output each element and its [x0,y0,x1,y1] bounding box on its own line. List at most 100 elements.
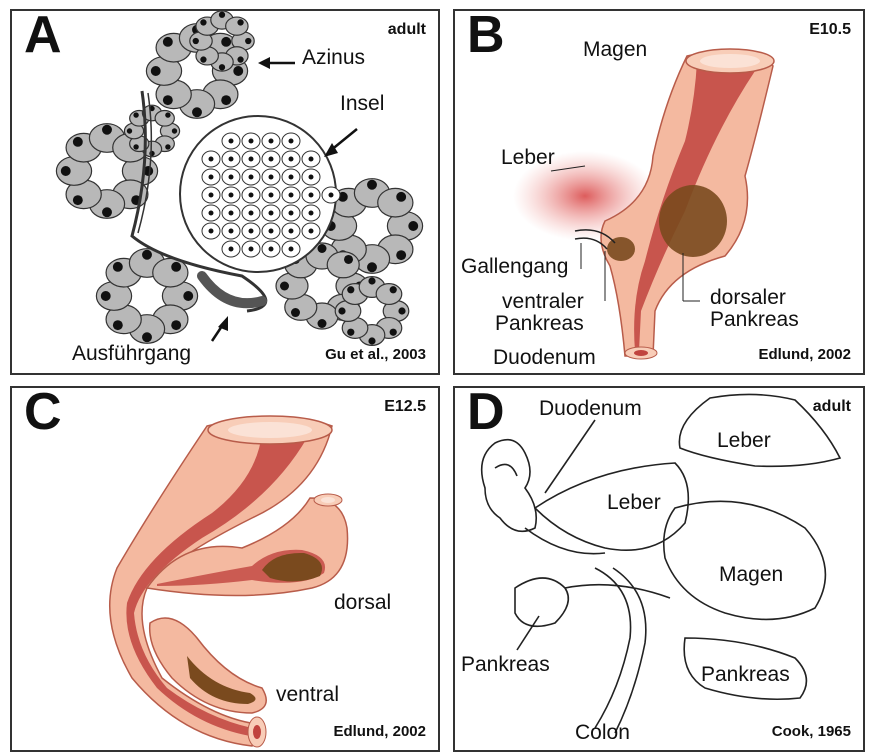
cell-nucleus [229,157,234,162]
cell-nucleus [113,320,123,330]
cell-nucleus [289,139,294,144]
panel-letter: D [467,386,505,438]
cell-nucleus [269,157,274,162]
cell-nucleus [318,319,327,328]
cell-nucleus [309,229,314,234]
acinus-cell [226,17,248,35]
duodenum-label: Duodenum [539,398,642,420]
stage-label: E12.5 [384,398,426,416]
citation: Edlund, 2002 [758,346,851,363]
cell-nucleus [221,37,231,47]
ventral-line-2: Pankreas [495,312,584,335]
cell-nucleus [172,128,177,133]
cell-nucleus [142,332,152,342]
cell-nucleus [165,112,170,117]
cell-nucleus [229,211,234,216]
cell-nucleus [398,307,405,314]
cell-nucleus [101,291,111,301]
panel-letter: B [467,9,505,61]
cell-nucleus [133,112,138,117]
cell-nucleus [249,193,254,198]
colon-outline [595,568,631,728]
cell-nucleus [171,262,181,272]
cell-nucleus [309,157,314,162]
cell-nucleus [347,286,354,293]
cell-nucleus [249,157,254,162]
acinus-cell [378,188,413,217]
acinus-label: Azinus [302,47,365,69]
cell-nucleus [245,38,251,44]
panel-c: C E12.5 dorsal ventral Edlund, 2002 [10,386,440,752]
cell-nucleus [229,175,234,180]
cell-nucleus [344,255,353,264]
duct-label: Ausführgang [72,343,191,365]
cell-nucleus [347,329,354,336]
cell-nucleus [309,175,314,180]
cell-nucleus [209,175,214,180]
cell-nucleus [200,19,206,25]
cell-nucleus [113,262,123,272]
e12-5-gut-drawing [12,388,440,752]
cell-nucleus [338,307,345,314]
panel-a: A adult Azinus Insel Ausführgang Gu et a… [10,9,440,375]
cell-nucleus [229,247,234,252]
dorsal-line-1: dorsaler [710,286,786,309]
cell-nucleus [163,37,173,47]
cell-nucleus [200,56,206,62]
pancreas-right-label: Pankreas [701,664,790,686]
adult-anatomy-sketch [455,388,865,752]
cell-nucleus [133,144,138,149]
cell-nucleus [249,211,254,216]
colon-label: Colon [575,722,630,744]
cell-nucleus [291,308,300,317]
citation: Gu et al., 2003 [325,346,426,363]
cell-nucleus [408,221,418,231]
cell-nucleus [183,291,193,301]
cell-nucleus [209,211,214,216]
cell-nucleus [289,247,294,252]
cell-nucleus [249,175,254,180]
dorsal-line-2: Pankreas [710,308,799,331]
duodenum-outline [482,440,537,532]
islet-label: Insel [340,93,384,115]
cell-nucleus [192,107,202,117]
cell-nucleus [73,137,83,147]
cell-nucleus [142,250,152,260]
cell-nucleus [165,144,170,149]
duct-segment [202,276,262,303]
cell-nucleus [289,157,294,162]
stage-label: adult [813,398,851,416]
stomach-label: Magen [719,564,783,586]
cell-nucleus [396,250,406,260]
pancreas-left-label: Pankreas [461,654,550,676]
cell-nucleus [269,139,274,144]
cell-nucleus [289,211,294,216]
cell-nucleus [193,38,199,44]
cell-nucleus [289,229,294,234]
cell-nucleus [289,175,294,180]
acinus-cell [376,284,402,305]
bile-duct-label: Gallengang [461,256,568,278]
cell-nucleus [309,211,314,216]
dorsal-label: dorsal [334,592,391,614]
panel-letter: A [24,9,62,61]
panel-b: B E10.5 Magen Leber Gallengang ventraler… [453,9,865,375]
cell-nucleus [269,211,274,216]
acinus-cell [155,110,174,126]
dorsal-bud [659,185,727,257]
ventral-line-1: ventraler [502,290,584,313]
cell-nucleus [329,193,334,198]
cell-nucleus [229,139,234,144]
cell-nucleus [367,262,377,272]
cell-nucleus [219,64,225,70]
liver-mid-label: Leber [607,492,661,514]
ventral-label: ventral [276,684,339,706]
acinus-cell [327,252,359,278]
cell-nucleus [249,247,254,252]
cell-nucleus [269,247,274,252]
cell-nucleus [318,244,327,253]
cell-nucleus [367,180,377,190]
cell-nucleus [269,229,274,234]
cell-nucleus [249,139,254,144]
liver-top-label: Leber [717,430,771,452]
